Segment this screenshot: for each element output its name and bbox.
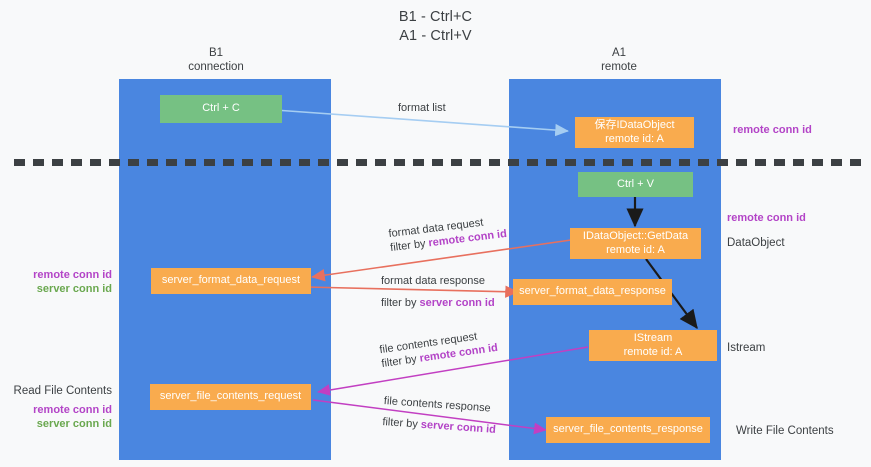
annotation-left-remote-conn-id-bottom: remote conn id <box>33 404 112 416</box>
column-header-a1-sub: remote <box>601 61 637 73</box>
section-divider-dashed <box>14 159 863 166</box>
title-line-2: A1 - Ctrl+V <box>399 28 472 44</box>
filter-key-server-conn-id: server conn id <box>419 297 495 309</box>
node-istream[interactable]: IStream remote id: A <box>589 330 717 361</box>
edge-label-file-contents-response-filter: filter by server conn id <box>382 415 496 437</box>
node-server-file-contents-request-label: server_file_contents_request <box>159 390 302 403</box>
column-header-a1: A1 remote <box>539 46 699 74</box>
edge-label-format-data-response: format data response filter by server co… <box>381 274 495 310</box>
annotation-left-remote-conn-id-mid: remote conn id <box>33 269 112 281</box>
filter-prefix: filter by <box>389 237 430 255</box>
edge-label-file-contents-response-text: file contents response <box>383 395 492 415</box>
column-header-b1: B1 connection <box>136 46 296 74</box>
annotation-right-istream: Istream <box>727 342 766 354</box>
filter-prefix: filter by <box>380 352 421 371</box>
filter-prefix: filter by <box>381 416 422 431</box>
edge-label-format-data-response-filter: filter by server conn id <box>381 296 495 310</box>
node-idataobject-store-line1: 保存IDataObject <box>594 119 675 131</box>
node-server-format-data-request[interactable]: server_format_data_request <box>151 268 311 294</box>
node-idataobject-store[interactable]: 保存IDataObject remote id: A <box>575 117 694 148</box>
node-server-format-data-response-label: server_format_data_response <box>519 285 666 298</box>
edge-label-format-list: format list <box>398 101 446 115</box>
column-header-b1-name: B1 <box>208 47 224 59</box>
node-server-format-data-request-label: server_format_data_request <box>161 274 301 287</box>
title-line-1: B1 - Ctrl+C <box>398 9 473 25</box>
node-ctrl-v[interactable]: Ctrl + V <box>578 172 693 197</box>
diagram-title: B1 - Ctrl+C A1 - Ctrl+V <box>0 8 871 46</box>
node-server-format-data-response[interactable]: server_format_data_response <box>513 279 672 305</box>
node-ctrl-c[interactable]: Ctrl + C <box>160 95 282 123</box>
edge-label-file-contents-request: file contents request filter by remote c… <box>379 327 499 371</box>
node-idataobject-getdata-line2: remote id: A <box>606 243 665 256</box>
node-istream-line2: remote id: A <box>623 345 683 358</box>
annotation-left-server-conn-id-bottom: server conn id <box>36 418 112 430</box>
annotation-left-read-file-contents: Read File Contents <box>13 385 112 397</box>
edge-label-format-data-response-text: format data response <box>381 275 485 287</box>
node-idataobject-getdata[interactable]: IDataObject::GetData remote id: A <box>570 228 701 259</box>
annotation-right-remote-conn-id-mid: remote conn id <box>727 212 806 224</box>
node-server-file-contents-request[interactable]: server_file_contents_request <box>150 384 311 410</box>
column-header-a1-name: A1 <box>611 47 627 59</box>
node-server-file-contents-response[interactable]: server_file_contents_response <box>546 417 710 443</box>
node-ctrl-c-label: Ctrl + C <box>202 102 240 115</box>
column-header-b1-sub: connection <box>188 61 244 73</box>
node-server-file-contents-response-label: server_file_contents_response <box>553 423 703 436</box>
filter-prefix: filter by <box>381 297 420 309</box>
annotation-right-remote-conn-id-top: remote conn id <box>733 124 812 136</box>
annotation-right-write-file-contents: Write File Contents <box>736 425 834 437</box>
annotation-left-server-conn-id-mid: server conn id <box>36 283 112 295</box>
filter-key-server-conn-id: server conn id <box>420 418 497 436</box>
node-idataobject-getdata-line1: IDataObject::GetData <box>582 230 689 242</box>
edge-label-format-list-text: format list <box>398 102 446 114</box>
node-idataobject-store-line2: remote id: A <box>605 132 664 145</box>
node-ctrl-v-label: Ctrl + V <box>617 177 654 190</box>
edge-label-file-contents-response: file contents response filter by server … <box>382 394 498 437</box>
annotation-right-dataobject: DataObject <box>727 237 785 249</box>
node-istream-line1: IStream <box>633 332 673 344</box>
edge-label-format-data-request: format data request filter by remote con… <box>388 213 508 255</box>
